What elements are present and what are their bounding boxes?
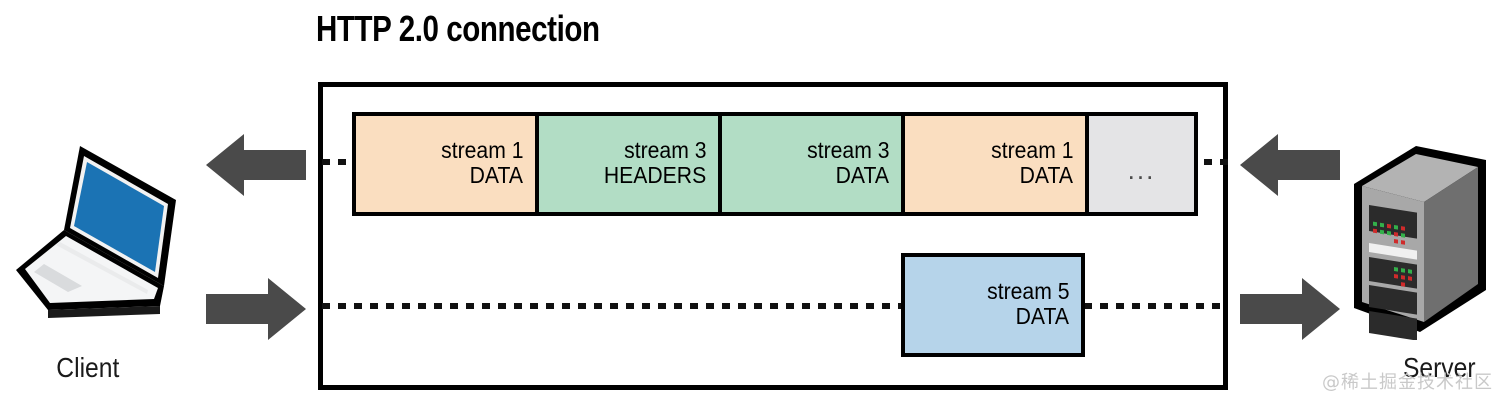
frame-stream-1-data-b[interactable]: stream 1 DATA [901, 112, 1089, 216]
frame-stream-3-data[interactable]: stream 3 DATA [718, 112, 905, 216]
frame-type-label: DATA [1015, 303, 1069, 329]
ellipsis-label: ... [1127, 154, 1156, 185]
frame-stream-label: stream 5 [986, 278, 1069, 305]
watermark-text: @稀土掘金技术社区 [1322, 372, 1493, 393]
frame-type-label: DATA [1019, 162, 1073, 188]
server-rack-icon [1350, 140, 1490, 345]
page-title: HTTP 2.0 connection [316, 8, 600, 49]
frame-type-label: HEADERS [603, 162, 706, 188]
arrow-from-client-bottom-icon [206, 278, 306, 345]
frame-stream-3-headers[interactable]: stream 3 HEADERS [535, 112, 722, 216]
arrow-to-client-top-icon [206, 134, 306, 201]
frame-type-label: DATA [469, 162, 523, 188]
dotted-lane-top-left [322, 159, 356, 165]
client-label: Client [56, 352, 120, 383]
frame-stream-5-data[interactable]: stream 5 DATA [901, 253, 1085, 357]
frame-stream-label: stream 3 [806, 137, 889, 164]
frame-more-ellipsis[interactable]: ... [1085, 112, 1198, 216]
frame-type-label: DATA [835, 162, 889, 188]
arrow-from-server-top-icon [1240, 134, 1340, 201]
frame-stream-1-data-a[interactable]: stream 1 DATA [352, 112, 539, 216]
frame-stream-label: stream 1 [440, 137, 523, 164]
top-lane-frame-strip: stream 1 DATA stream 3 HEADERS stream 3 … [352, 112, 1198, 216]
server-label: Server [1402, 352, 1476, 383]
arrow-to-server-bottom-icon [1240, 278, 1340, 345]
dotted-lane-bottom-left [322, 303, 906, 309]
http2-connection-container [318, 82, 1228, 390]
dotted-lane-bottom-right [1084, 303, 1228, 309]
dotted-lane-top-right [1188, 159, 1228, 165]
frame-stream-label: stream 1 [990, 137, 1073, 164]
laptop-icon [8, 138, 188, 343]
frame-stream-label: stream 3 [623, 137, 706, 164]
